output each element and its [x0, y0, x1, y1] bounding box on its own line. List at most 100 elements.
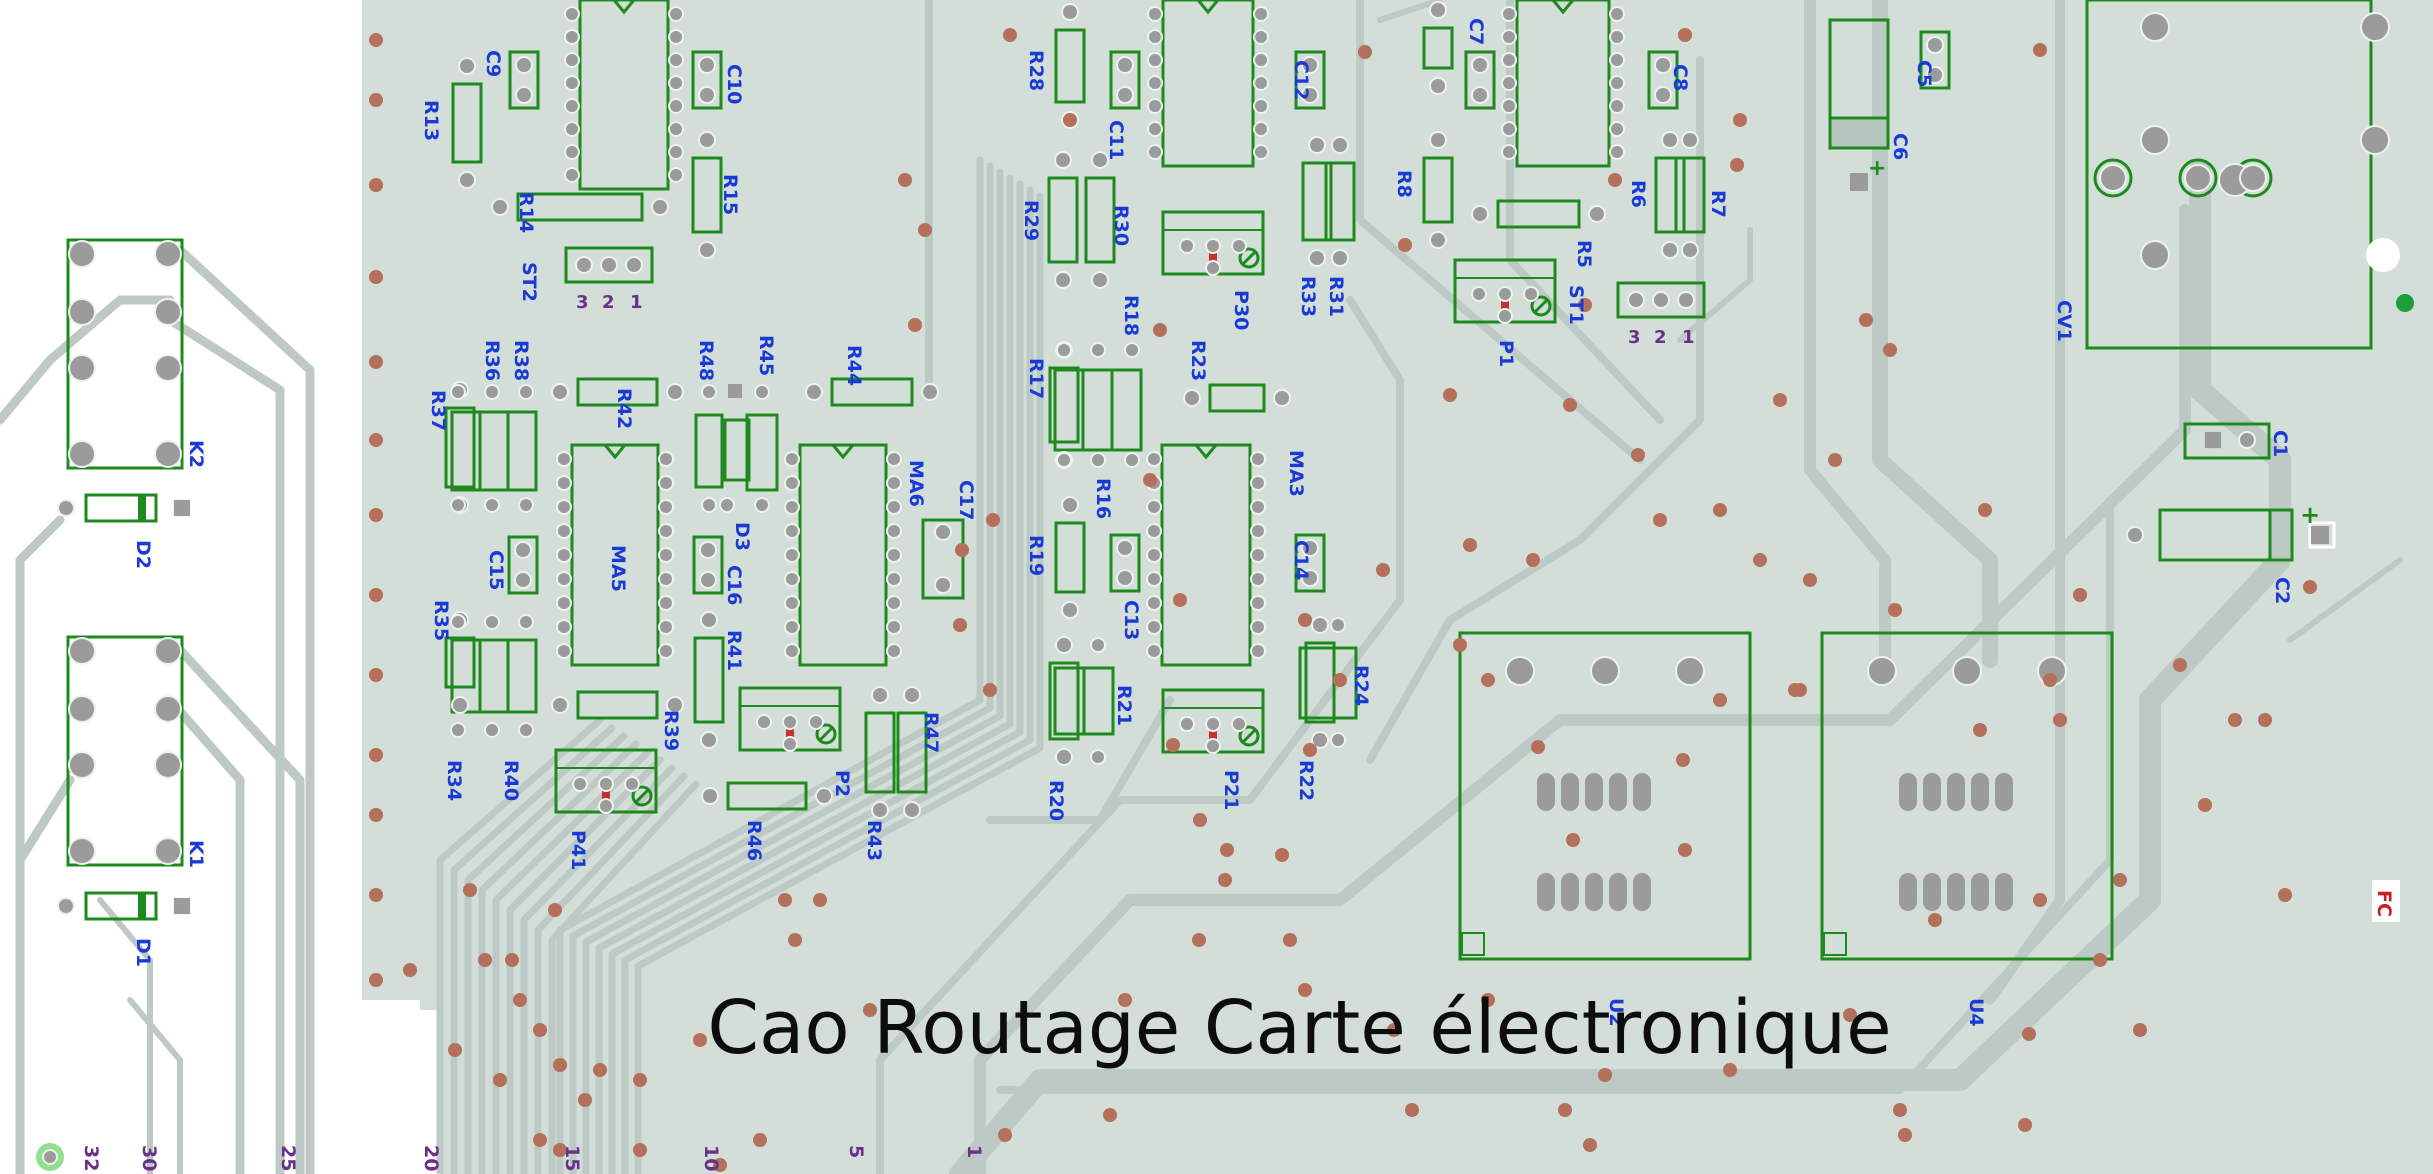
pad [600, 256, 618, 274]
component-outline [444, 636, 476, 689]
component-label: R29 [1020, 200, 1042, 241]
pad [1537, 773, 1555, 811]
pad [1253, 75, 1269, 91]
component-outline [1919, 30, 1951, 90]
via [693, 1033, 707, 1047]
pad [1091, 151, 1109, 169]
via [1192, 933, 1206, 947]
pad [808, 714, 824, 730]
component-outline [1820, 631, 2114, 961]
pad [1585, 773, 1603, 811]
pad [1681, 131, 1699, 149]
pad [1429, 131, 1447, 149]
pad [1146, 523, 1162, 539]
component-label: K2 [185, 440, 207, 468]
copper-track [974, 204, 2191, 1174]
pad [1652, 291, 1670, 309]
pad [668, 167, 684, 183]
pad [1250, 499, 1266, 515]
pad [815, 787, 833, 805]
pad [1681, 241, 1699, 259]
component-outline [2183, 422, 2271, 460]
via [548, 903, 562, 917]
pad [668, 121, 684, 137]
component-outline [1422, 26, 1454, 70]
via [778, 893, 792, 907]
via [2278, 888, 2292, 902]
pad [658, 475, 674, 491]
pad [2184, 164, 2212, 192]
via [1676, 753, 1690, 767]
pad [903, 686, 921, 704]
pad [1633, 873, 1651, 911]
pad [698, 56, 716, 74]
pad [173, 897, 191, 915]
component-outline [1048, 366, 1080, 444]
copper-track [165, 315, 285, 1174]
component-label: C17 [955, 480, 977, 520]
pad [1609, 873, 1627, 911]
pad [1850, 173, 1868, 191]
pad [934, 576, 952, 594]
pad-outline [2308, 521, 2336, 549]
pad [1501, 144, 1517, 160]
component-outline [693, 636, 725, 724]
polarity-plus: + [2300, 501, 2320, 529]
pad [1501, 98, 1517, 114]
component-label: 10 [700, 1145, 722, 1171]
component-outline [830, 377, 914, 407]
via [1723, 1063, 1737, 1077]
pad [1253, 52, 1269, 68]
pad [1501, 75, 1517, 91]
component-label: P1 [1495, 340, 1517, 367]
copper-track [595, 174, 1014, 1174]
pad [625, 256, 643, 274]
component-outline [1109, 533, 1141, 593]
component-label: R46 [743, 820, 765, 861]
pad [515, 86, 533, 104]
via [1298, 613, 1312, 627]
component-label: 15 [561, 1145, 583, 1171]
pad [1867, 656, 1897, 686]
component-label: P2 [831, 770, 853, 797]
pad [484, 722, 500, 738]
via [2198, 798, 2212, 812]
via [1893, 1103, 1907, 1117]
pad [754, 497, 770, 513]
via [633, 1143, 647, 1157]
pad [2140, 125, 2170, 155]
via [1481, 993, 1495, 1007]
via [998, 1128, 1012, 1142]
copper-track [569, 162, 994, 1174]
component-outline [1054, 28, 1086, 104]
pad [1055, 748, 1073, 766]
component-label: C13 [1120, 600, 1142, 640]
component-outline [1324, 161, 1356, 242]
pad [699, 541, 717, 559]
via [1793, 683, 1807, 697]
pad [784, 619, 800, 635]
via [2033, 43, 2047, 57]
component-label: R21 [1113, 685, 1135, 726]
pad [1661, 241, 1679, 259]
pad [451, 696, 469, 714]
via [1653, 513, 1667, 527]
component-label: C11 [1105, 120, 1127, 160]
pad [1675, 656, 1705, 686]
pad [1609, 52, 1625, 68]
component-label: R30 [1110, 205, 1132, 246]
via [1733, 113, 1747, 127]
via [578, 1093, 592, 1107]
via [513, 993, 527, 1007]
component-label: MA3 [1285, 450, 1307, 497]
component-label: R48 [695, 340, 717, 381]
pad [1116, 56, 1134, 74]
pad [1654, 56, 1672, 74]
copper-track [0, 295, 175, 425]
pad [1061, 3, 1079, 21]
pad [556, 619, 572, 635]
pad [154, 298, 182, 326]
pad [1205, 738, 1221, 754]
pad [42, 1149, 58, 1165]
